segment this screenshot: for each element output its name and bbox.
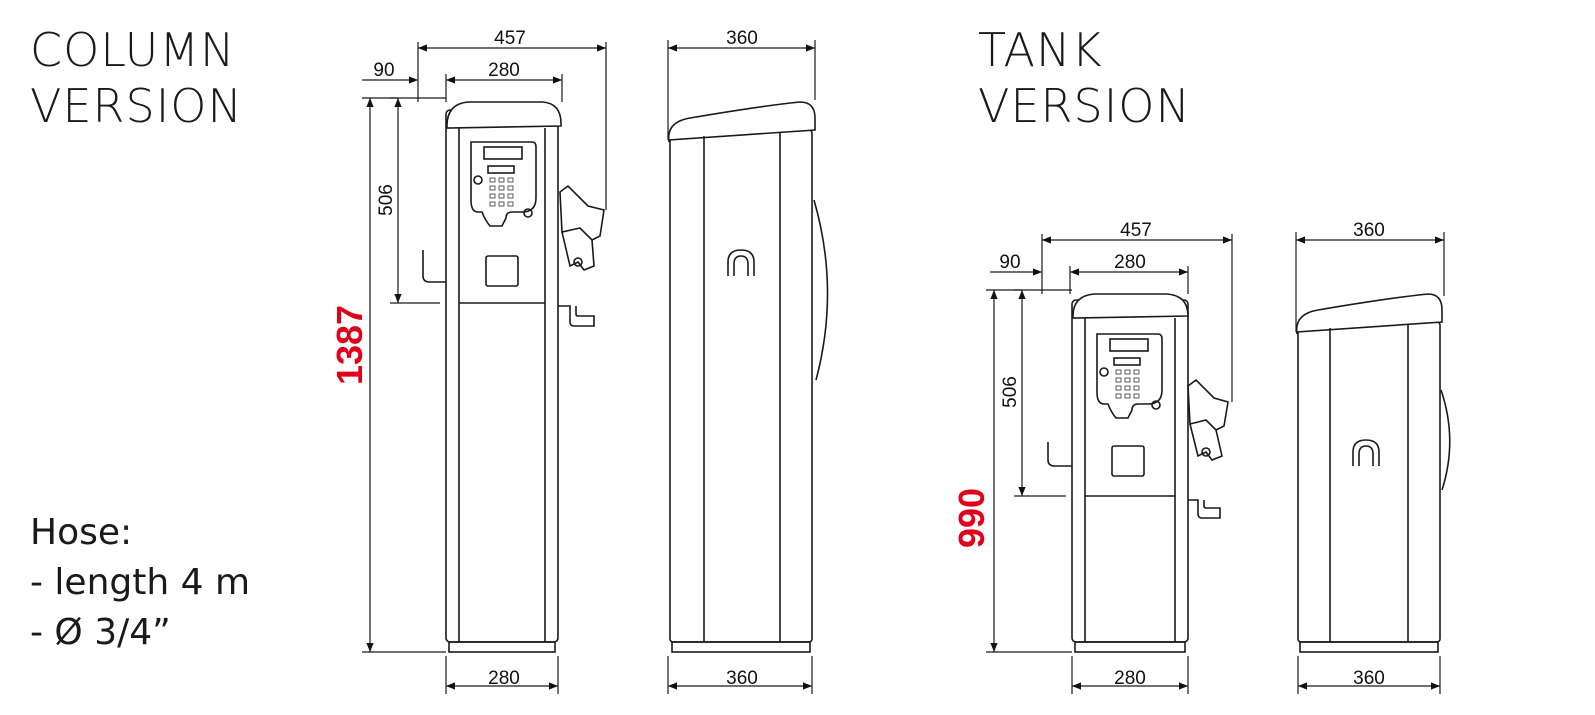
keypad-key <box>498 177 505 183</box>
tank-top-offset-label: 90 <box>999 252 1020 273</box>
hose-length: - length 4 m <box>30 562 251 603</box>
keypad-key <box>1133 385 1140 391</box>
column-top-width-label: 280 <box>488 60 520 81</box>
keypad-key <box>507 185 514 191</box>
tank-front-view <box>1047 293 1229 653</box>
column-side-top-label: 360 <box>726 28 758 49</box>
column-panel-height-label: 506 <box>376 184 397 216</box>
tank-top-total-label: 457 <box>1120 220 1152 241</box>
keypad-key <box>507 193 514 199</box>
keypad-key <box>1124 369 1131 375</box>
hose-specs: Hose: - length 4 m - Ø 3/4” <box>30 508 250 658</box>
column-version-heading: COLUMN VERSION <box>30 22 243 134</box>
keypad-key <box>489 185 496 191</box>
column-heading-line-2: VERSION <box>30 79 243 133</box>
column-heading-line-1: COLUMN <box>30 23 236 77</box>
keypad-key <box>1115 385 1122 391</box>
hose-diameter: - Ø 3/4” <box>30 612 171 653</box>
keypad-key <box>498 201 505 207</box>
keypad-key <box>498 185 505 191</box>
column-height-label: 1387 <box>329 305 370 385</box>
keypad-key <box>489 177 496 183</box>
column-top-offset-label: 90 <box>373 60 394 81</box>
column-side-view <box>667 101 829 653</box>
tank-side-top-label: 360 <box>1353 220 1385 241</box>
keypad-key <box>1115 369 1122 375</box>
hose-title: Hose: <box>30 512 133 553</box>
tank-side-base-label: 360 <box>1353 668 1385 689</box>
column-top-total-label: 457 <box>494 28 526 49</box>
tank-panel-height-label: 506 <box>1000 376 1021 408</box>
column-side-base-label: 360 <box>726 668 758 689</box>
keypad-key <box>507 201 514 207</box>
keypad-key <box>489 193 496 199</box>
tank-heading-line-2: VERSION <box>978 79 1191 133</box>
keypad-key <box>1133 377 1140 383</box>
keypad-key <box>1115 393 1122 399</box>
keypad-key <box>1115 377 1122 383</box>
keypad-key <box>1133 393 1140 399</box>
tank-height-label: 990 <box>951 488 992 548</box>
tank-side-view <box>1295 293 1451 653</box>
keypad-key <box>489 201 496 207</box>
keypad-key <box>1133 369 1140 375</box>
column-front-view <box>422 101 605 653</box>
tank-top-width-label: 280 <box>1114 252 1146 273</box>
column-base-width-label: 280 <box>488 668 520 689</box>
keypad-key <box>507 177 514 183</box>
tank-version-heading: TANK VERSION <box>978 22 1191 134</box>
keypad-key <box>1124 377 1131 383</box>
tank-base-width-label: 280 <box>1114 668 1146 689</box>
keypad-key <box>1124 393 1131 399</box>
tank-heading-line-1: TANK <box>978 23 1103 77</box>
keypad-key <box>1124 385 1131 391</box>
keypad-key <box>498 193 505 199</box>
